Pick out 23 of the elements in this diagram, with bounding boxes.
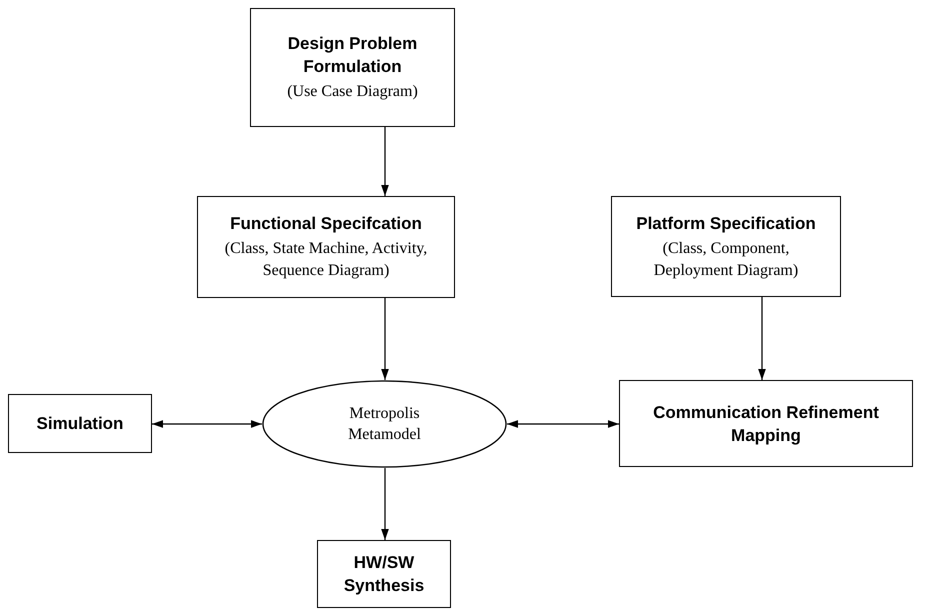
node-subtitle: (Use Case Diagram) bbox=[287, 82, 418, 102]
process-box bbox=[619, 380, 913, 467]
process-box bbox=[250, 8, 455, 127]
arrow bbox=[507, 420, 619, 428]
arrow bbox=[381, 127, 389, 196]
node-subtitle: (Class, State Machine, Activity, Sequence Diagram) bbox=[224, 239, 428, 281]
node-title: HW/SW Synthesis bbox=[342, 552, 426, 597]
node-title: Communication Refinement Mapping bbox=[652, 402, 880, 446]
node-label: Metropolis Metamodel bbox=[347, 404, 422, 445]
process-box bbox=[317, 540, 451, 608]
node-title: Functional Specifcation bbox=[230, 213, 422, 235]
arrow bbox=[381, 468, 389, 540]
node-title: Design Problem Formulation bbox=[286, 33, 418, 78]
node-title: Platform Specification bbox=[636, 212, 816, 234]
ellipse-node bbox=[262, 380, 507, 468]
process-box bbox=[611, 196, 841, 297]
process-box bbox=[8, 394, 152, 453]
arrow bbox=[381, 298, 389, 380]
arrow bbox=[152, 420, 262, 428]
process-box bbox=[197, 196, 455, 298]
arrow bbox=[758, 297, 766, 380]
node-title: Simulation bbox=[36, 413, 124, 435]
node-subtitle: (Class, Component, Deployment Diagram) bbox=[652, 238, 800, 280]
